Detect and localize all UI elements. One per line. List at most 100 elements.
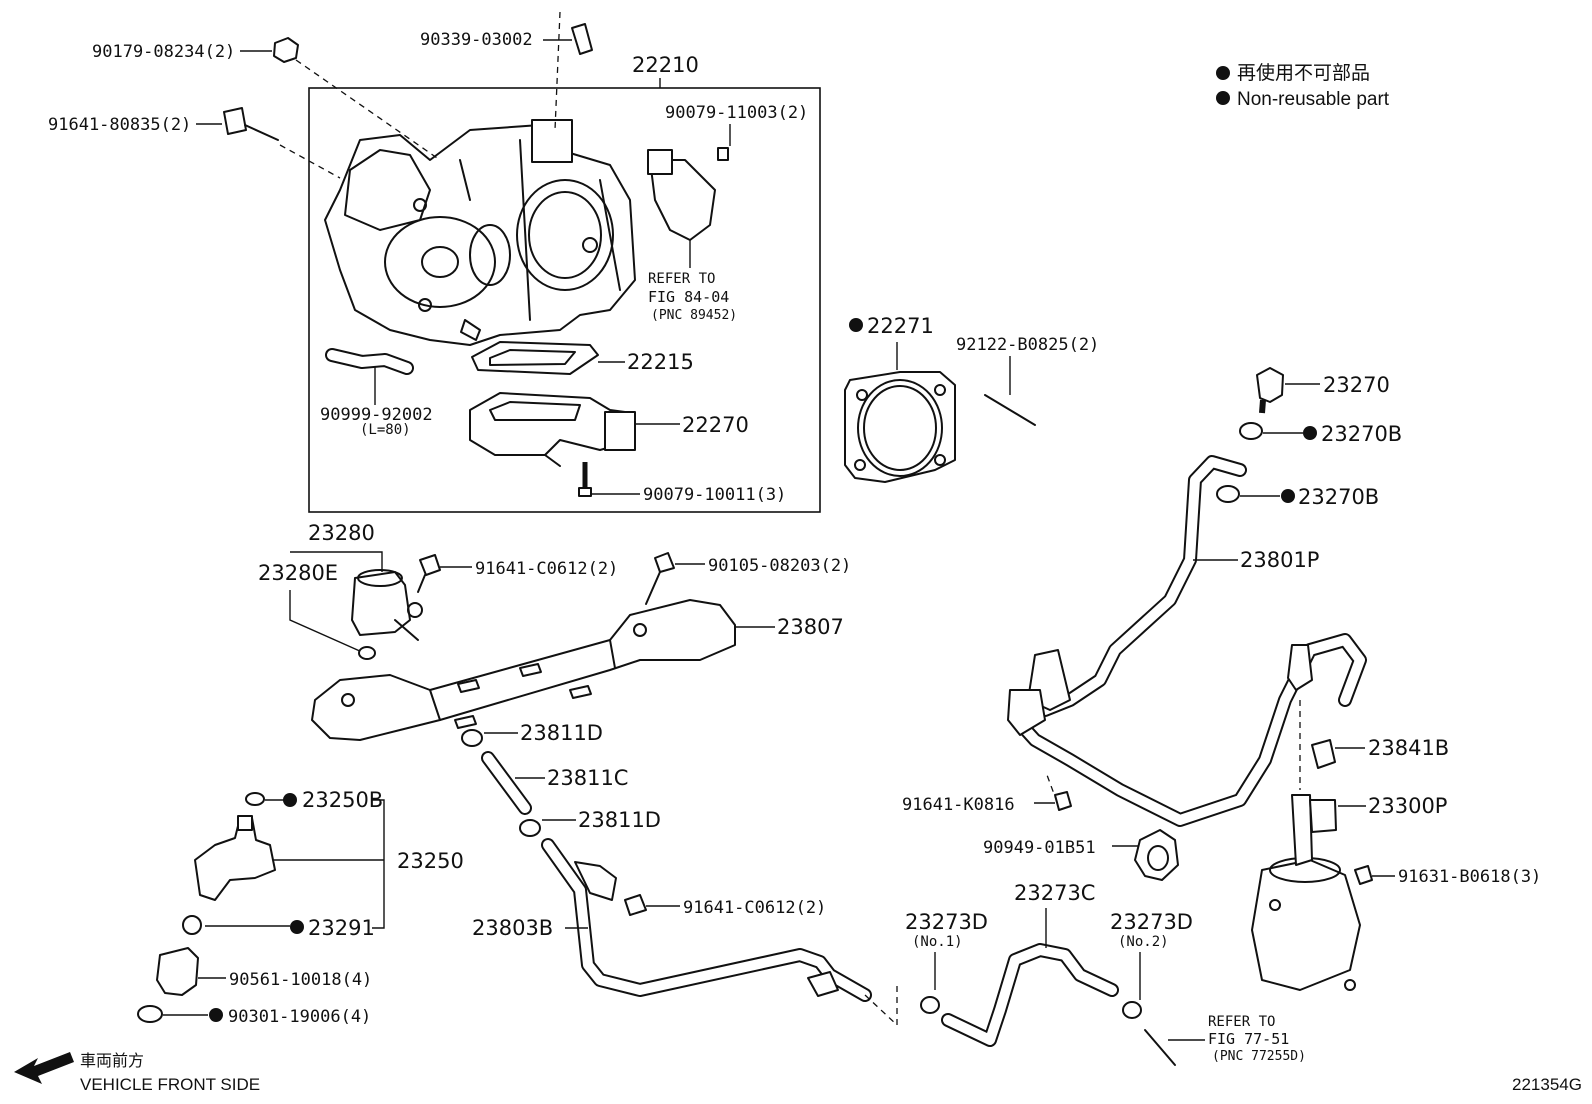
part-label-23811D-lower: 23811D — [578, 808, 661, 832]
part-label-90079-10011: 90079-10011(3) — [643, 485, 786, 505]
injector-group: 23250B 23250 23291 90561-10018(4) 90301-… — [137, 788, 464, 1027]
throttle-body-box — [308, 87, 821, 513]
part-label-23300P: 23300P — [1368, 794, 1447, 818]
top-left-fasteners: 90179-08234(2) 90339-03002 91641-80835(2… — [48, 11, 593, 179]
pump-outlet-fitting — [1287, 644, 1313, 691]
part-label-23801P: 23801P — [1240, 548, 1319, 572]
non-reusable-dot-icon — [1281, 489, 1295, 503]
part-label-22270: 22270 — [682, 413, 749, 437]
part-label-23803B: 23803B — [472, 916, 553, 940]
part-label-90999-length: (L=80) — [360, 422, 411, 438]
refer-fig-84-line3: (PNC 89452) — [651, 308, 737, 323]
union-bolt-group: 23270 23270B 23270B — [1216, 367, 1402, 509]
part-label-23273C: 23273C — [1014, 881, 1095, 905]
part-label-23270B-lower: 23270B — [1298, 485, 1379, 509]
legend-japanese: 再使用不可部品 — [1237, 62, 1370, 84]
part-label-90561-10018: 90561-10018(4) — [229, 970, 372, 990]
part-label-23270: 23270 — [1323, 373, 1390, 397]
hose-23811: 23811D 23811C 23811D — [461, 721, 661, 837]
non-reusable-dot-icon — [1216, 66, 1230, 80]
non-reusable-dot-icon — [209, 1008, 223, 1022]
legend: 再使用不可部品 Non-reusable part — [1216, 62, 1390, 110]
part-label-23841B: 23841B — [1368, 736, 1449, 760]
part-label-90179-08234: 90179-08234(2) — [92, 42, 235, 62]
bolt-91641-80835 — [223, 107, 247, 135]
stud-92122: 92122-B0825(2) — [956, 335, 1099, 426]
part-label-22210: 22210 — [632, 53, 699, 77]
clamp-90949: 90949-01B51 — [983, 829, 1179, 881]
hose-90999 — [325, 348, 414, 405]
direction-japanese: 車両前方 — [80, 1052, 144, 1070]
fuel-hose-23801P: 23801P — [1027, 455, 1319, 717]
part-label-23273D-no2: 23273D — [1110, 910, 1193, 934]
refer-fig-77-line3: (PNC 77255D) — [1212, 1049, 1306, 1064]
part-label-90949-01B51: 90949-01B51 — [983, 838, 1096, 858]
part-label-23273D-no2-sub: (No.2) — [1118, 934, 1169, 950]
grommet-90561 — [156, 947, 199, 996]
non-reusable-dot-icon — [849, 318, 863, 332]
part-label-22215: 22215 — [627, 350, 694, 374]
part-label-23270B-upper: 23270B — [1321, 422, 1402, 446]
part-label-91641-K0816: 91641-K0816 — [902, 795, 1015, 815]
part-label-90999-92002: 90999-92002 — [320, 405, 433, 425]
fuel-injector-body — [194, 817, 276, 901]
part-label-23250: 23250 — [397, 849, 464, 873]
clamp-23811D-lower — [519, 819, 541, 837]
screw-91631 — [1354, 865, 1373, 885]
part-label-90105-08203: 90105-08203(2) — [708, 556, 851, 576]
non-reusable-dot-icon — [283, 793, 297, 807]
nut-90179 — [273, 37, 299, 63]
return-hose-group: 23273D (No.1) 23273C 23273D (No.2) REFER… — [905, 881, 1306, 1066]
legend-english: Non-reusable part — [1237, 89, 1390, 110]
throttle-body-drawing — [324, 119, 636, 346]
part-label-90301-19006: 90301-19006(4) — [228, 1007, 371, 1027]
non-reusable-dot-icon — [1303, 426, 1317, 440]
part-label-22271: 22271 — [867, 314, 934, 338]
part-label-23811D-upper: 23811D — [520, 721, 603, 745]
non-reusable-dot-icon — [290, 920, 304, 934]
refer-fig-77-line1: REFER TO — [1208, 1014, 1275, 1030]
pressure-regulator-group: 23280 23280E — [258, 521, 423, 660]
part-label-23280E: 23280E — [258, 561, 338, 585]
throttle-body-group: 22210 90079-11003(2) REFER TO — [308, 53, 821, 513]
fuel-pipe-23803B: 23803B — [472, 838, 898, 1026]
throttle-position-sensor — [647, 147, 729, 268]
part-label-91631-B0618: 91631-B0618(3) — [1398, 867, 1541, 887]
part-label-23273D-no1: 23273D — [905, 910, 988, 934]
gasket-23270B-upper — [1239, 422, 1263, 440]
bolt-91641-K0816: 91641-K0816 — [902, 774, 1072, 815]
bolt-91641-C0612-upper: 91641-C0612(2) — [417, 554, 618, 593]
part-label-23273D-no1-sub: (No.1) — [912, 934, 963, 950]
clamp-23811D-upper — [461, 729, 483, 747]
figure-code: 221354G — [1512, 1075, 1582, 1094]
direction-english: VEHICLE FRONT SIDE — [80, 1075, 260, 1094]
refer-fig-77-line2: FIG 77-51 — [1208, 1030, 1289, 1048]
fuel-pump-group: 23841B 23300P 91631-B0618(3) — [1007, 633, 1541, 991]
part-label-90339-03002: 90339-03002 — [420, 30, 533, 50]
vehicle-front-indicator: 車両前方 VEHICLE FRONT SIDE — [14, 1052, 260, 1094]
o-ring-23280E — [358, 646, 376, 660]
fuel-pump-body — [1251, 859, 1361, 991]
bolt-90105: 90105-08203(2) — [645, 552, 851, 605]
o-ring-90301 — [137, 1005, 163, 1023]
insulator-23291 — [182, 915, 202, 935]
part-label-23807: 23807 — [777, 615, 844, 639]
part-label-23811C: 23811C — [547, 766, 628, 790]
idle-air-control-valve — [469, 392, 680, 467]
refer-fig-84-line2: FIG 84-04 — [648, 288, 729, 306]
clip-23841B — [1311, 739, 1336, 769]
part-label-23280: 23280 — [308, 521, 375, 545]
bolt-91641-C0612-lower: 91641-C0612(2) — [624, 894, 826, 918]
part-label-23250B: 23250B — [302, 788, 383, 812]
gasket-22271: 22271 — [844, 314, 956, 483]
part-label-92122-B0825: 92122-B0825(2) — [956, 335, 1099, 355]
bolt-90339 — [571, 23, 593, 55]
non-reusable-dot-icon — [1216, 91, 1230, 105]
screw-90079-10011 — [578, 462, 640, 497]
clamp-23273D-no1 — [920, 996, 940, 1014]
o-ring-23250B — [245, 792, 265, 806]
clamp-23273D-no2 — [1122, 1001, 1142, 1019]
fuel-rail-23807: 23807 — [311, 599, 844, 741]
